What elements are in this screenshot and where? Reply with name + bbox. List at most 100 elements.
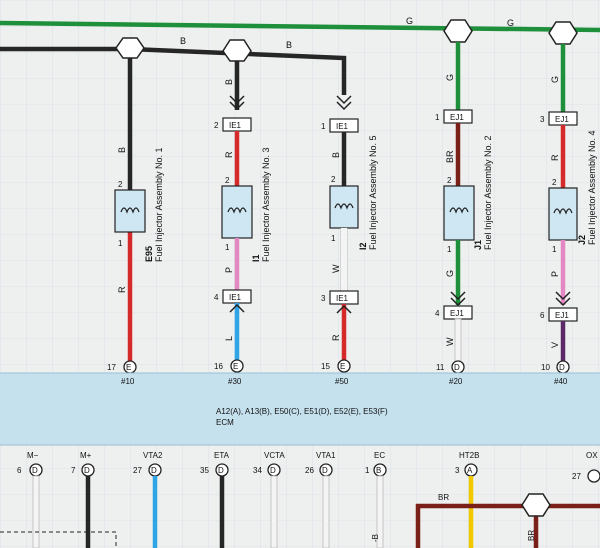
signal-label-10: #10 <box>121 377 135 386</box>
ecm-pin-number: 11 <box>436 363 445 372</box>
ecm-pin-number: 15 <box>321 362 330 371</box>
ecm-connector-letter: D <box>559 363 565 372</box>
pin-number: 3 <box>321 294 326 303</box>
injector-no3-circuit: IE1 2 IE1 4 B R P L 2 1 I1 Fuel Injector… <box>214 39 271 373</box>
pin-number: 2 <box>331 175 336 184</box>
terminal-pin: 26 <box>305 466 314 475</box>
wire-label: B <box>331 152 341 158</box>
wire-label: BR <box>445 150 455 163</box>
connector-label: EJ1 <box>555 311 569 320</box>
signal-label-30: #30 <box>228 377 242 386</box>
black-bus-label-1: B <box>180 36 186 46</box>
wire-label: R <box>224 151 234 158</box>
splice-node-1 <box>115 37 145 59</box>
injector-no5-name: Fuel Injector Assembly No. 5 <box>368 135 378 250</box>
injector-no4-code: J2 <box>577 235 587 245</box>
ecm-pin-number: 10 <box>541 363 550 372</box>
splice-node-4 <box>548 21 578 45</box>
terminal-pin: 3 <box>455 466 460 475</box>
ecm-pin-number: 16 <box>214 362 223 371</box>
terminal-pin: 35 <box>200 466 209 475</box>
terminal-name: VCTA <box>264 451 285 460</box>
pin-number: 6 <box>540 311 545 320</box>
injector-no2-name: Fuel Injector Assembly No. 2 <box>483 135 493 250</box>
ecm-connector-letter: E <box>233 362 238 371</box>
signal-label-50: #50 <box>335 377 349 386</box>
injector-no5-circuit: IE1 1 IE1 3 B W R 2 1 I2 Fuel Injector A… <box>321 95 378 373</box>
green-bus-label-1: G <box>406 16 413 26</box>
partial-wire-label: -B <box>371 534 380 542</box>
terminal-pin: 6 <box>17 466 22 475</box>
wire-label: R <box>117 286 127 293</box>
ecm-connector-letter: E <box>340 362 345 371</box>
wire-label: L <box>224 336 234 341</box>
wire-label: P <box>550 271 560 277</box>
pin-number: 1 <box>331 234 336 243</box>
terminal-name: M− <box>27 451 39 460</box>
terminal-conn: D <box>322 466 328 475</box>
connector-label: EJ1 <box>450 113 464 122</box>
terminal-name: VTA1 <box>316 451 336 460</box>
splice-node-2 <box>222 39 252 62</box>
ecm-name: ECM <box>216 418 234 427</box>
brown-wire-label-2: BR <box>527 530 536 541</box>
injector-no5-coil <box>329 185 359 229</box>
pin-number: 4 <box>435 309 440 318</box>
pin-number: 1 <box>321 122 326 131</box>
black-bus-label-2: B <box>286 40 292 50</box>
wire-label: G <box>550 76 560 83</box>
pin-number: 1 <box>118 239 123 248</box>
injector-no1-code: E95 <box>144 246 154 262</box>
green-bus-wire <box>0 20 600 33</box>
terminal-name: M+ <box>80 451 92 460</box>
green-bus-label-2: G <box>507 18 514 28</box>
pin-number: 3 <box>540 115 545 124</box>
injector-no1-name: Fuel Injector Assembly No. 1 <box>154 147 164 262</box>
wire-label: G <box>445 270 455 277</box>
terminal-pin: 34 <box>253 466 262 475</box>
wire-label: W <box>331 264 341 273</box>
terminal-name: OX <box>586 451 598 460</box>
splice-node-lower <box>521 493 551 517</box>
wire-label: W <box>445 337 455 346</box>
pin-number: 2 <box>447 176 452 185</box>
terminal-conn: D <box>32 466 38 475</box>
wire-label: V <box>550 342 560 348</box>
pin-number: 2 <box>214 121 219 130</box>
injector-no3-coil <box>221 185 253 239</box>
injector-no4-coil <box>548 187 578 241</box>
wire-label: P <box>224 267 234 273</box>
injector-no2-circuit: EJ1 1 EJ1 4 G BR G W 2 1 J1 Fuel Injecto… <box>435 19 493 374</box>
terminal-conn: D <box>270 466 276 475</box>
terminal-pin: 27 <box>133 466 142 475</box>
terminal-conn: D <box>218 466 224 475</box>
injector-no5-code: I2 <box>358 242 368 250</box>
splice-node-3 <box>443 19 473 43</box>
injector-no3-code: I1 <box>251 254 261 262</box>
injector-no3-name: Fuel Injector Assembly No. 3 <box>261 147 271 262</box>
terminal-pin: 7 <box>71 466 76 475</box>
wire-label: R <box>550 154 560 161</box>
pin-number: 1 <box>225 243 230 252</box>
ecm-pin-number: 17 <box>107 363 116 372</box>
terminal-conn: D <box>84 466 90 475</box>
connector-label: IE1 <box>336 294 349 303</box>
connector-label: EJ1 <box>555 115 569 124</box>
connector-label: EJ1 <box>450 309 464 318</box>
terminal-conn: A <box>467 466 473 475</box>
bottom-terminals: M− D 6 M+ D 7 VTA2 D 27 ETA D 35 VCTA D … <box>0 451 600 548</box>
injector-no1-coil <box>114 189 146 233</box>
terminal-pin: 27 <box>572 472 581 481</box>
pin-number: 2 <box>552 178 557 187</box>
wire-label: B <box>117 147 127 153</box>
injector-no2-coil <box>443 185 475 241</box>
pin-number: 2 <box>225 176 230 185</box>
ecm-connector-letter: D <box>454 363 460 372</box>
terminal-name: VTA2 <box>143 451 163 460</box>
wire-label: R <box>331 334 341 341</box>
brown-wire-label: BR <box>438 493 449 502</box>
pin-number: 1 <box>552 245 557 254</box>
terminal-name: HT2B <box>459 451 479 460</box>
